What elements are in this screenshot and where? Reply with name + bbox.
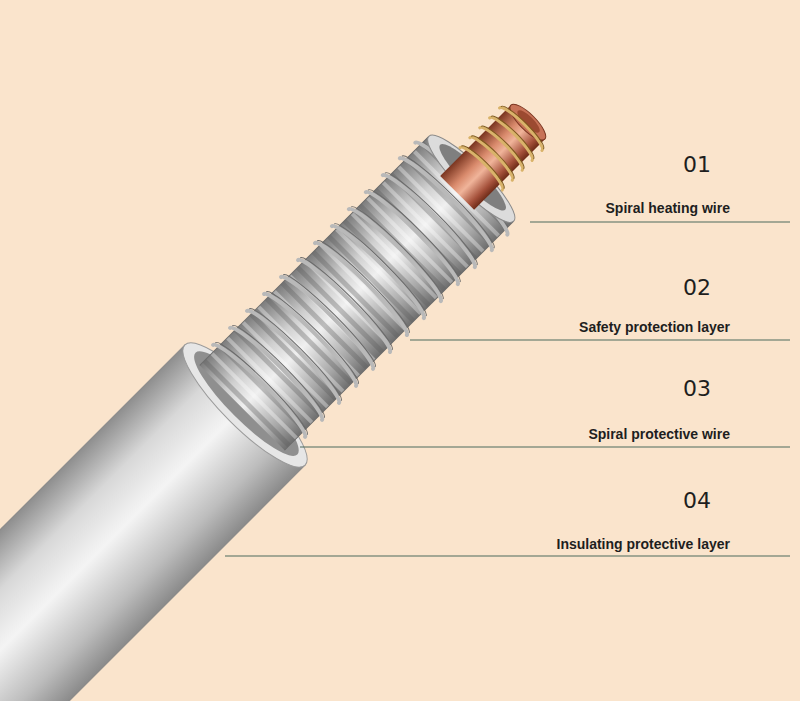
part-name: Safety protection layer bbox=[579, 319, 730, 335]
callout-number: 01 bbox=[683, 152, 711, 178]
part-name: Spiral protective wire bbox=[588, 426, 730, 442]
part-name: Spiral heating wire bbox=[606, 200, 730, 216]
leader-line bbox=[300, 447, 790, 448]
leader-line bbox=[530, 222, 790, 223]
callout-number: 02 bbox=[683, 275, 711, 301]
leader-line bbox=[225, 556, 790, 557]
callout-number: 04 bbox=[683, 488, 711, 514]
part-name: Insulating protective layer bbox=[557, 536, 731, 552]
callout-number: 03 bbox=[683, 376, 711, 402]
leader-line bbox=[410, 340, 790, 341]
